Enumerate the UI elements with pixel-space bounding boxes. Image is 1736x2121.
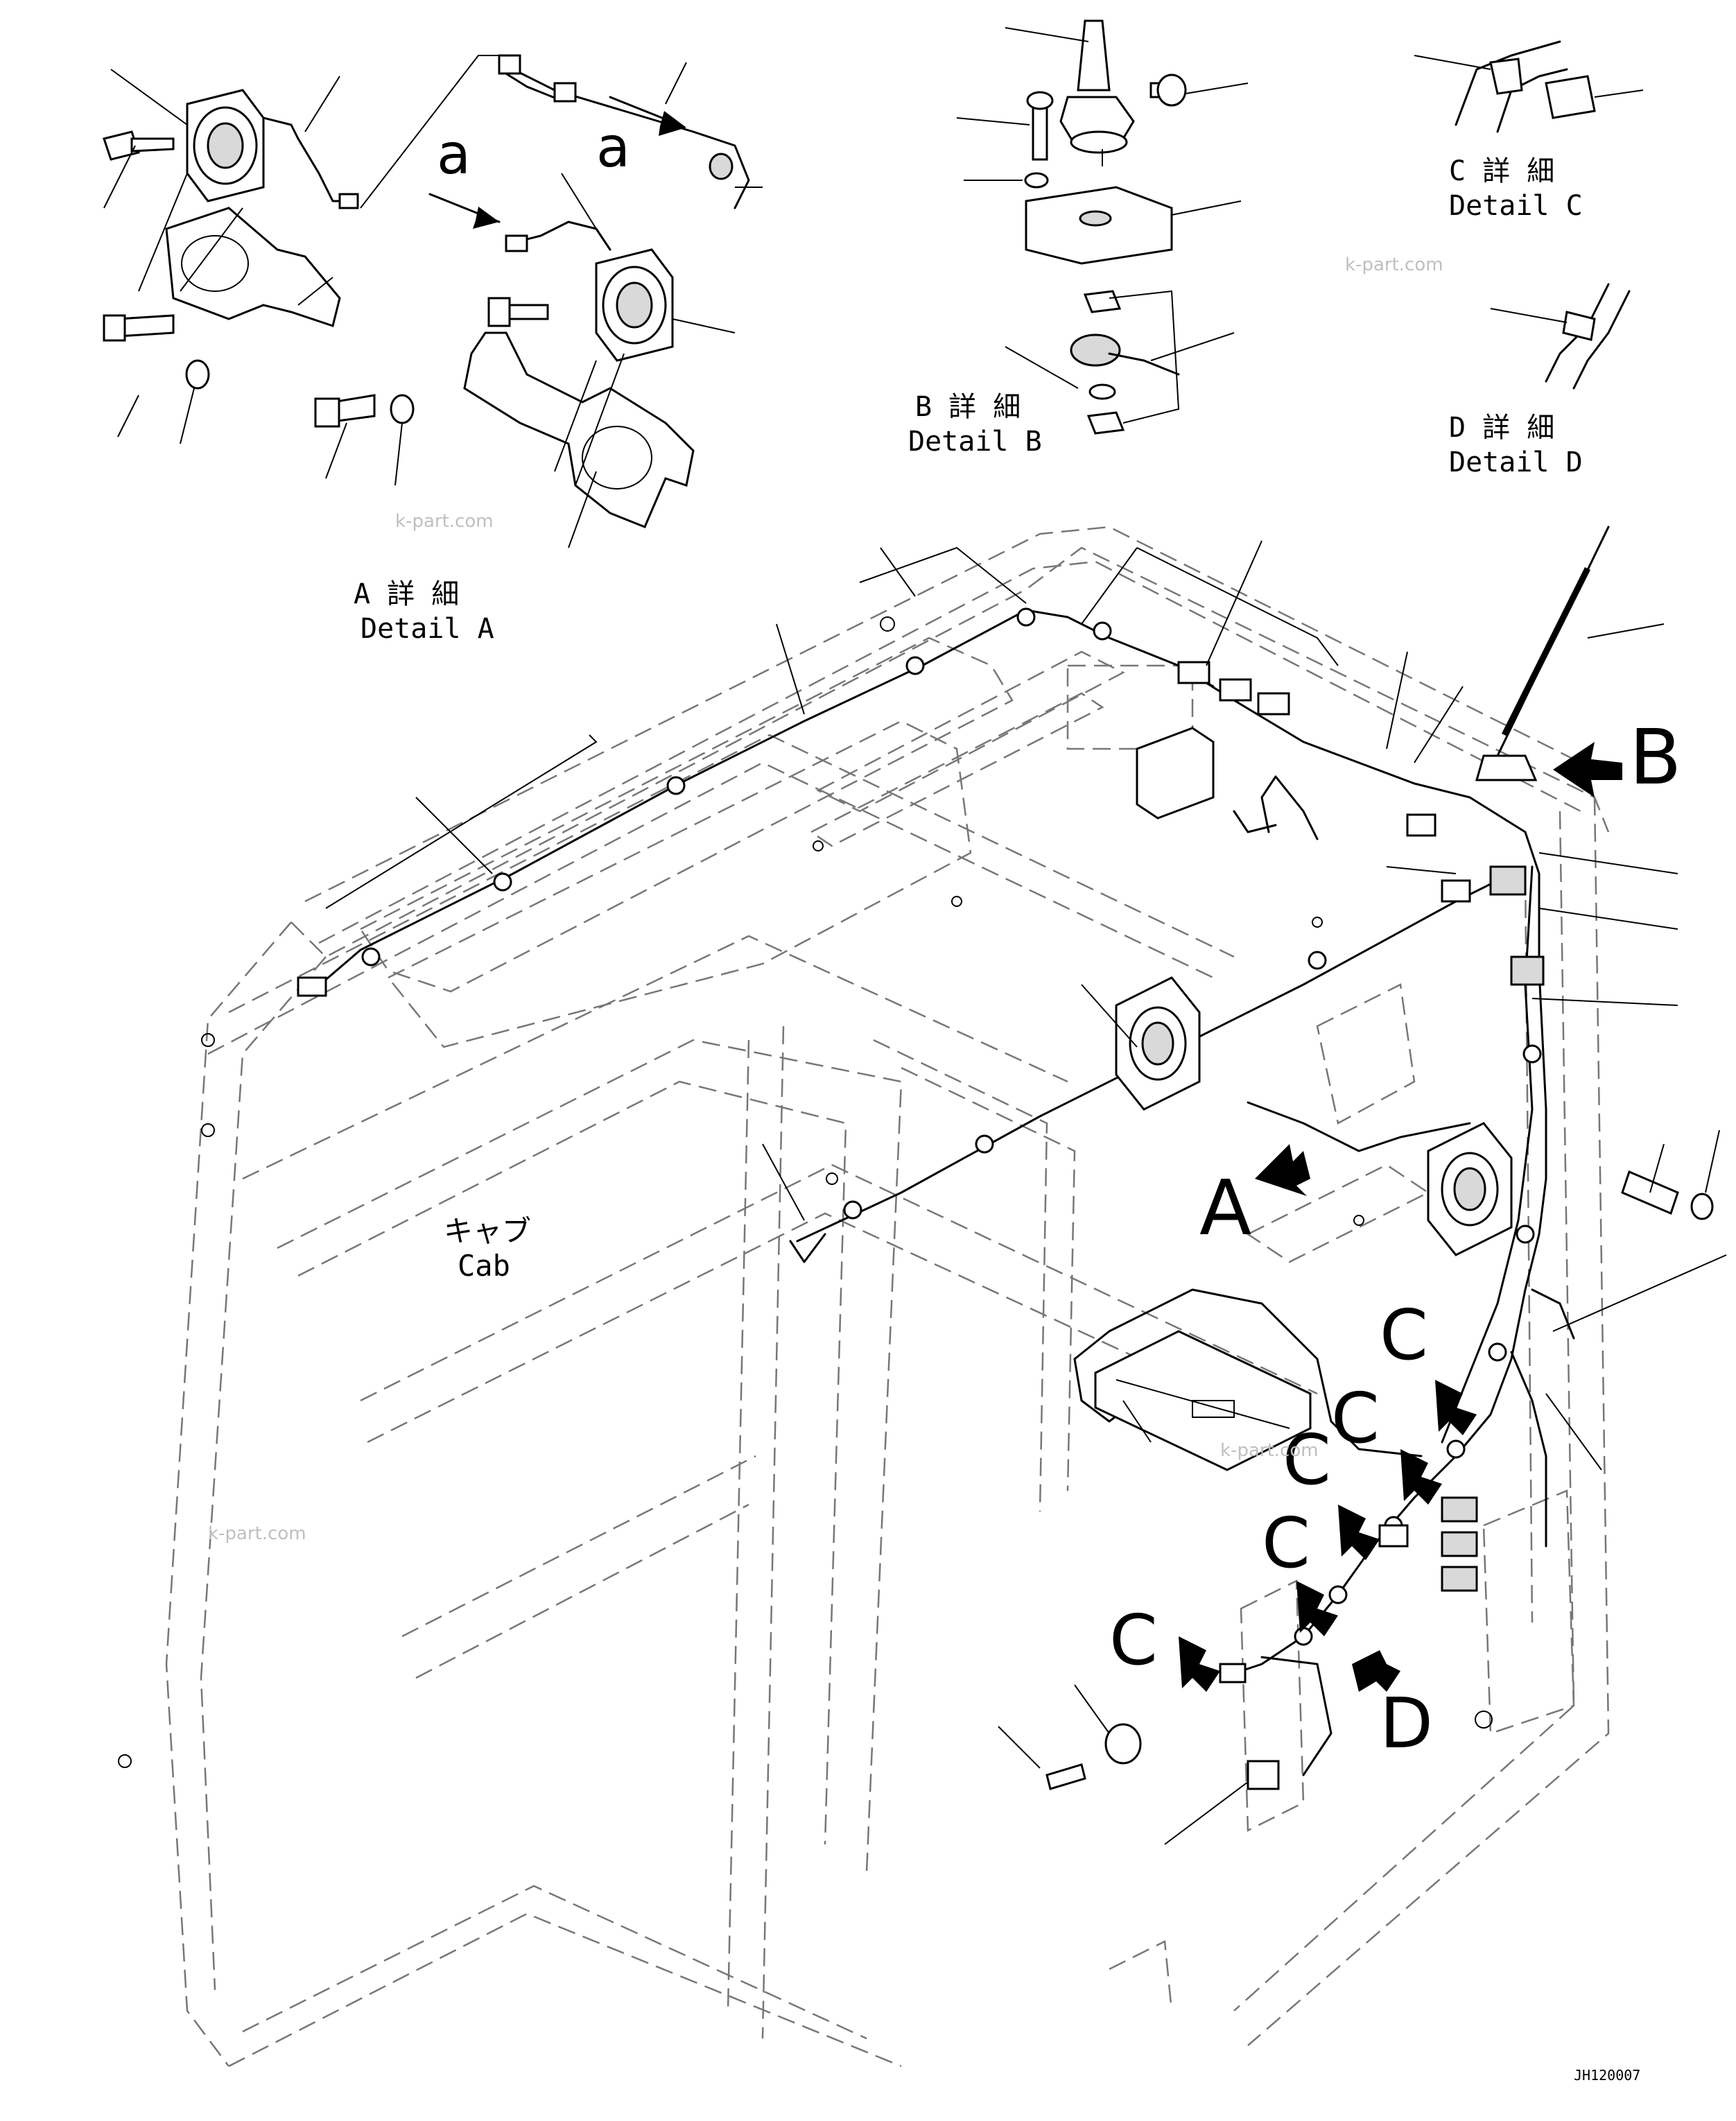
detail-a-title-en: Detail A	[361, 613, 494, 645]
antenna	[1475, 526, 1610, 781]
view-label-c-2: C	[1331, 1378, 1380, 1459]
detail-b-title-en: Detail B	[908, 426, 1042, 458]
cab-leaders	[325, 540, 1727, 1845]
view-label-a-small-2: a	[596, 115, 630, 180]
cab-outline	[118, 526, 1610, 2068]
speaker-left	[1115, 976, 1201, 1111]
view-arrows	[1179, 742, 1622, 1692]
detail-a-title-jp: A 詳 細	[354, 578, 459, 610]
detail-c-title-en: Detail C	[1449, 190, 1583, 222]
view-label-c-1: C	[1380, 1295, 1428, 1376]
detail-d-title-jp: D 詳 細	[1449, 412, 1554, 444]
detail-b-illustration	[956, 19, 1249, 435]
watermark-4: k-part.com	[208, 1523, 306, 1544]
cab-label-en: Cab	[458, 1249, 510, 1283]
view-label-d: D	[1380, 1683, 1433, 1764]
speaker-right	[1427, 1122, 1513, 1256]
labels: A 詳 細 Detail A B 詳 細 Detail B C 詳 細 Deta…	[208, 115, 1681, 2084]
drawing-code: JH120007	[1574, 2067, 1640, 2084]
detail-d-illustration	[1490, 283, 1631, 390]
main-harness	[297, 607, 1575, 1790]
watermark-1: k-part.com	[395, 511, 494, 532]
detail-c-illustration	[1414, 40, 1644, 133]
units	[1045, 526, 1714, 1790]
detail-d-title-en: Detail D	[1449, 447, 1583, 478]
watermark-3: k-part.com	[1220, 1440, 1319, 1461]
cab-label-jp: キャブ	[444, 1214, 531, 1248]
view-label-c-5: C	[1109, 1600, 1158, 1681]
view-label-c-4: C	[1262, 1503, 1310, 1584]
detail-c-title-jp: C 詳 細	[1449, 155, 1554, 187]
detail-a-illustration	[103, 54, 763, 548]
detail-b-title-jp: B 詳 細	[915, 391, 1021, 423]
view-label-c-3: C	[1283, 1419, 1331, 1500]
view-label-a: A	[1199, 1163, 1251, 1252]
view-label-b: B	[1629, 713, 1681, 802]
watermark-2: k-part.com	[1345, 254, 1443, 275]
view-label-a-small-1: a	[437, 122, 471, 187]
